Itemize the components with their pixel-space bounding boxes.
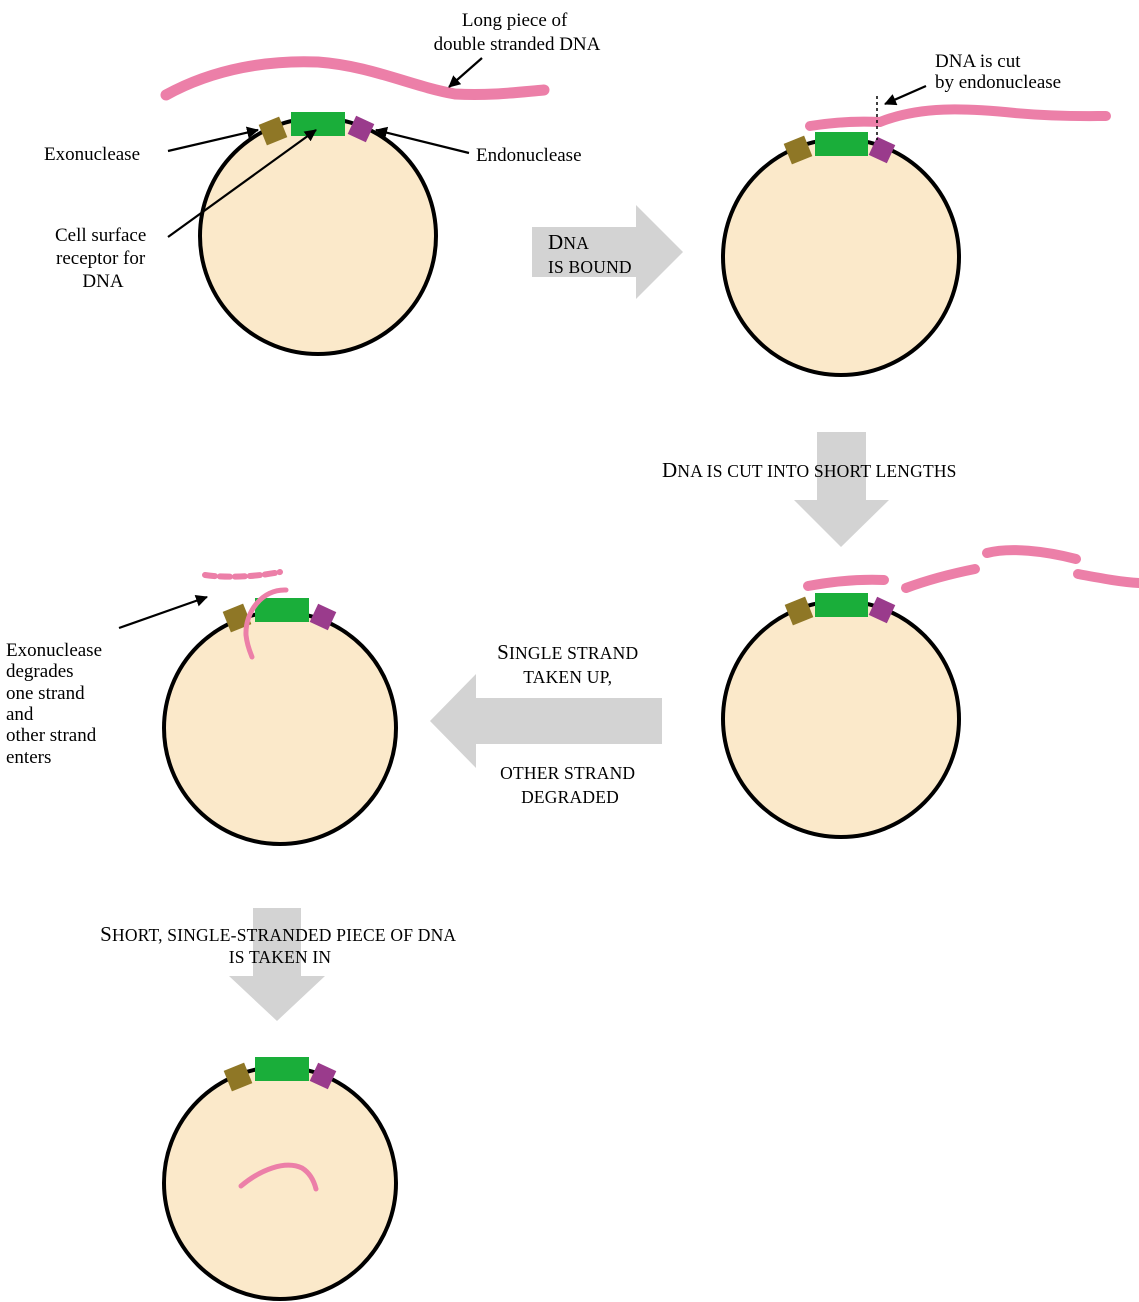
stage-3-cell — [723, 550, 1139, 837]
endonuclease-label: Endonuclease — [476, 145, 582, 166]
dna-bound-initial: D — [548, 230, 563, 254]
receptor-block — [255, 598, 309, 622]
single-strand-line4: DEGRADED — [521, 787, 619, 807]
long-dna-label-line1: Long piece of — [462, 10, 568, 31]
receptor-label-line1: Cell surface — [55, 225, 146, 246]
receptor-block — [815, 593, 868, 617]
exonuclease-label: Exonuclease — [44, 144, 140, 165]
cut-short-initial: D — [662, 458, 677, 482]
single-strand-initial: S — [497, 640, 509, 664]
receptor-block — [815, 132, 868, 156]
stage-4-cell — [164, 572, 396, 844]
long-dna-label: Long piece of double stranded DNA — [434, 10, 601, 55]
long-dna-strand — [166, 62, 544, 95]
long-dna-label-line2: double stranded DNA — [434, 34, 601, 55]
bacterial-cell — [164, 612, 396, 844]
dna-cut-label: DNA is cut by endonuclease — [935, 51, 1061, 93]
bacterial-cell — [164, 1067, 396, 1299]
bacterial-cell — [200, 118, 436, 354]
exo-degrades-line1: Exonuclease — [6, 640, 102, 661]
taken-in-rest: HORT, SINGLE-STRANDED PIECE OF DNA — [112, 925, 456, 945]
receptor-label-line2: receptor for — [56, 248, 146, 269]
bacterial-cell — [723, 601, 959, 837]
taken-in-line2: IS TAKEN IN — [229, 947, 332, 967]
single-strand-line2: TAKEN UP, — [523, 667, 612, 687]
single-strand-arrow: SINGLE STRAND TAKEN UP, OTHER STRAND DEG… — [430, 640, 662, 807]
stage-5-cell — [164, 1057, 396, 1299]
dna-cut-label-line1: DNA is cut — [935, 51, 1021, 72]
receptor-block — [255, 1057, 309, 1081]
taken-in-step-label: SHORT, SINGLE-STRANDED PIECE OF DNA IS T… — [100, 922, 460, 967]
dna-cut-pointer — [885, 86, 926, 104]
bacterial-cell — [723, 139, 959, 375]
dna-bound-arrow: DNA IS BOUND — [532, 205, 683, 299]
single-strand-rest: INGLE STRAND — [509, 643, 638, 663]
exo-degrades-line2: degrades — [6, 661, 74, 682]
receptor-label-line3: DNA — [82, 271, 123, 292]
receptor-block — [291, 112, 345, 136]
stage-2-cell — [723, 96, 1106, 375]
bound-dna-strand — [810, 109, 1106, 126]
dna-fragment — [1078, 574, 1139, 583]
exo-degrades-line3: one strand — [6, 683, 85, 704]
degraded-strand — [205, 572, 280, 577]
dna-bound-rest: NA — [563, 233, 589, 253]
single-strand-line3: OTHER STRAND — [500, 763, 635, 783]
dna-fragment — [808, 580, 884, 586]
exo-degrades-line4: and — [6, 704, 34, 725]
dna-fragment — [987, 550, 1076, 559]
taken-in-arrow: SHORT, SINGLE-STRANDED PIECE OF DNA IS T… — [100, 908, 460, 1021]
exo-degrades-pointer — [119, 597, 207, 628]
stage-1-cell — [166, 62, 544, 354]
exo-degrades-label: Exonuclease degrades one strand and othe… — [6, 640, 107, 768]
process-arrow-down — [794, 432, 889, 547]
receptor-label: Cell surface receptor for DNA — [55, 225, 151, 292]
long-dna-pointer — [449, 58, 482, 87]
taken-in-initial: S — [100, 922, 112, 946]
dna-fragment — [906, 569, 975, 588]
exo-degrades-line5: other strand — [6, 725, 97, 746]
stage-2-labels: DNA is cut by endonuclease — [885, 51, 1061, 104]
exo-degrades-line6: enters — [6, 747, 51, 768]
dna-cut-label-line2: by endonuclease — [935, 72, 1061, 93]
cut-short-step-label: DNA IS CUT INTO SHORT LENGTHS — [662, 458, 957, 482]
dna-bound-line2: IS BOUND — [548, 257, 632, 277]
cut-short-rest: NA IS CUT INTO SHORT LENGTHS — [677, 461, 956, 481]
cut-short-arrow: DNA IS CUT INTO SHORT LENGTHS — [662, 432, 957, 547]
process-arrow-left — [430, 674, 662, 768]
